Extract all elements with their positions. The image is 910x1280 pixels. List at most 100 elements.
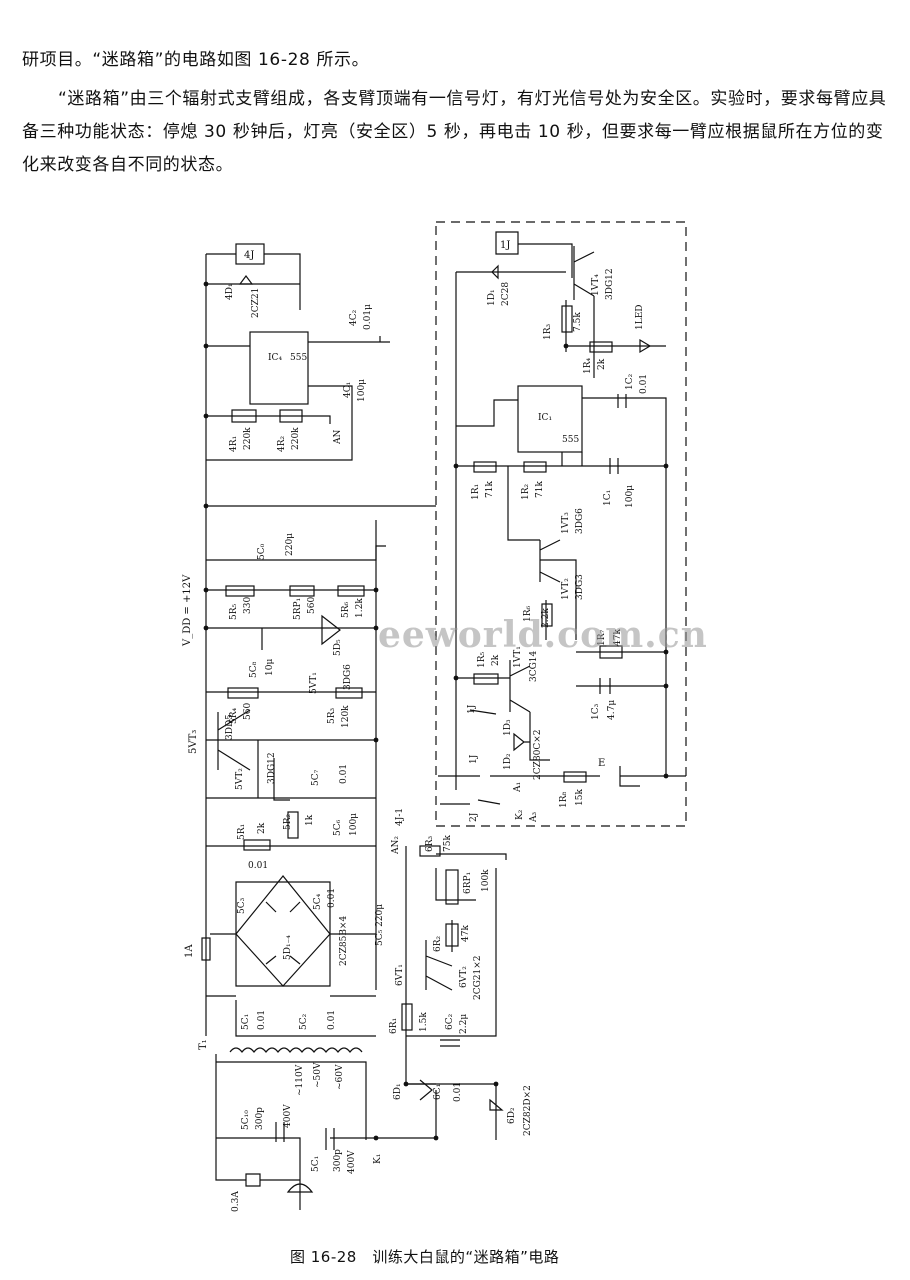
r1-1-value: 71k [485, 481, 495, 498]
r4-1-label: 4R₁ [229, 436, 239, 452]
c5-8-value: 10μ [265, 659, 275, 676]
c6-2-value: 2.2μ [459, 1014, 469, 1034]
d1-3-label: 1D₃ [503, 719, 513, 736]
vt1-3-label: 1VT₃ [561, 512, 571, 534]
rp5-value: 560 [307, 597, 317, 614]
d1-1-type: 2C28 [501, 282, 511, 306]
an4-label: AN [333, 430, 343, 445]
r1-2-label: 1R₂ [521, 483, 531, 500]
c6-1-label: 6C₁ [433, 1084, 443, 1100]
vt5-2-label: 5VT₂ [235, 768, 245, 790]
d4-type: 2CZ21 [251, 288, 261, 318]
c5-5-label: 5C₅ 220μ [375, 904, 385, 946]
c5-6-label: 5C₆ [333, 819, 343, 836]
vdd-label: V_DD = +12V [182, 574, 193, 647]
vt1-3-type: 3DG6 [575, 508, 585, 534]
ic4-name: IC₄ [268, 353, 282, 363]
r5-2-label: 5R₂ [283, 813, 293, 830]
c5-1-label: 5C₁ [241, 1014, 251, 1030]
r1-7-label: 1R₇ [597, 629, 607, 646]
vt1-4-label: 1VT₄ [591, 274, 601, 296]
vt6-1-label: 6VT₁ [395, 964, 405, 986]
c5-0-label: 5C₀ [257, 543, 267, 560]
vt6-type: 2CG21×2 [473, 955, 483, 1000]
led-label: 1LED [635, 305, 645, 331]
d1-1-label: 1D₁ [487, 289, 497, 306]
rp5-label: 5RP₁ [293, 598, 303, 620]
r1-4-value: 2k [597, 358, 607, 370]
r1-2-value: 71k [535, 481, 545, 498]
r1-8-label: 1R₈ [559, 791, 569, 808]
r4-2-label: 4R₂ [277, 435, 287, 452]
relay-1j-label: 1J [500, 240, 510, 251]
c5-7-value: 0.01 [339, 764, 349, 784]
intro-paragraph: 研项目。“迷路箱”的电路如图 16-28 所示。 [22, 50, 370, 70]
arm-1-boundary [435, 221, 687, 827]
electrode-label: E [598, 758, 605, 769]
switch-4j-label: 4J-1 [395, 808, 405, 826]
r5-6-label: 5R₆ [341, 601, 351, 618]
c5-3-value: 0.01 [248, 861, 268, 871]
r1-5-value: 2k [491, 654, 501, 666]
d6-2-label: 6D₂ [507, 1107, 517, 1124]
circuit-diagram: 4J 1J 4D₁ 2CZ21 IC₄ 555 4C₂ 0.01μ 4C₁ 10… [182, 221, 687, 1212]
c1-2-value: 0.01 [639, 374, 649, 394]
vt1-2-label: 1VT₂ [561, 578, 571, 600]
r1-7-value: 47k [613, 629, 623, 646]
c1-1-value: 100μ [625, 485, 635, 508]
vt5-2-type: 3DG12 [267, 752, 277, 784]
r6-1-value: 1.5k [419, 1012, 429, 1032]
vt5-1-type: 3DG6 [343, 664, 353, 690]
r4-2-value: 220k [291, 427, 301, 450]
c4-1-value: 100μ [357, 379, 367, 402]
description-paragraph: “迷路箱”由三个辐射式支臂组成，各支臂顶端有一信号灯，有灯光信号处为安全区。实验… [22, 89, 887, 175]
vt1-2-type: 3DG3 [575, 574, 585, 600]
c6-2-label: 6C₂ [445, 1013, 455, 1030]
r4-1-value: 220k [243, 427, 253, 450]
c4-1-label: 4C₁ [343, 382, 353, 398]
r5-3-label: 5R₃ [327, 707, 337, 724]
circuit-junctions [203, 281, 669, 1141]
switch-1j-label: 1J [469, 754, 479, 764]
r5-3-value: 120k [341, 705, 351, 728]
c5-0-value: 220μ [285, 533, 295, 556]
switch-2j-label: 2J [469, 812, 479, 822]
figure-caption: 图 16-28 训练大白鼠的“迷路箱”电路 [290, 1248, 560, 1266]
fuse-1a-label: 1A [184, 944, 195, 958]
vt5-1-label: 5VT₁ [309, 672, 319, 694]
c1-2-label: 1C₂ [625, 373, 635, 390]
c1-3-value: 4.7μ [607, 700, 617, 720]
c5-10-rating: 400V [283, 1104, 293, 1128]
component-labels: 4J 1J 4D₁ 2CZ21 IC₄ 555 4C₂ 0.01μ 4C₁ 10… [182, 240, 649, 1212]
r1-1-label: 1R₁ [471, 484, 481, 500]
r6-3-value: 75k [443, 835, 453, 852]
vt1-4-type: 3DG12 [605, 268, 615, 300]
c5-3-label: 5C₃ [237, 897, 247, 914]
c4-2-label: 4C₂ [349, 309, 359, 326]
r6-2-value: 47k [461, 925, 471, 942]
d4-label: 4D₁ [225, 283, 235, 300]
r5-4-label: 5R₄ [229, 707, 239, 724]
r6-2-label: 6R₂ [433, 935, 443, 952]
t1-label: T₁ [198, 1039, 209, 1050]
a1-label: A₁ [513, 782, 523, 793]
r5-1-label: 5R₁ [237, 824, 247, 840]
c5-11-rating: 400V [347, 1150, 357, 1174]
r1-5-label: 1R₅ [477, 651, 487, 668]
vt1-1-label: 1VT₁ [513, 646, 523, 668]
rp6-value: 100k [481, 869, 491, 892]
vt6-2-label: 6VT₂ [459, 966, 469, 988]
k1-label: K₁ [373, 1154, 383, 1164]
tap-110-label: ~110V [295, 1064, 305, 1096]
k2-label: K₂ [515, 809, 525, 820]
c5-8-label: 5C₈ [249, 661, 259, 678]
bridge-label: 5D₁₋₄ [283, 935, 293, 960]
r1-6-value: 2.2k [541, 608, 551, 628]
c5-2-value: 0.01 [327, 1010, 337, 1030]
r5-5-label: 5R₅ [229, 603, 239, 620]
c5-6-value: 100μ [349, 813, 359, 836]
r1-4-label: 1R₄ [583, 357, 593, 374]
relay-4j-label: 4J [244, 250, 254, 261]
c5-7-label: 5C₇ [311, 769, 321, 786]
fuse-03a-label: 0.3A [231, 1191, 241, 1212]
